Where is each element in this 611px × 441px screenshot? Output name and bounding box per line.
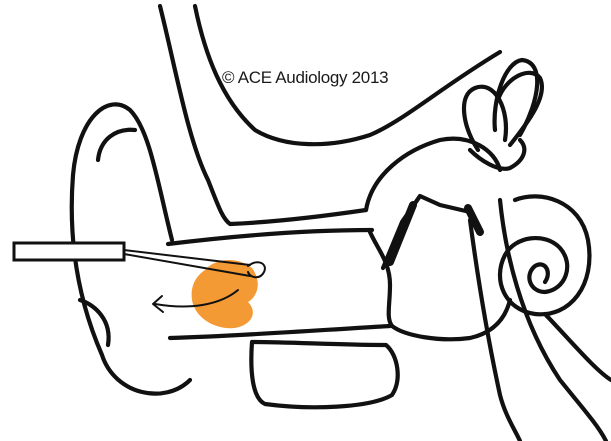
copyright-notice: © ACE Audiology 2013: [222, 68, 388, 88]
pinna-helix-fold: [98, 130, 135, 160]
malleus-bar: [390, 205, 413, 262]
ear-canal-lower-wall: [170, 326, 390, 338]
eardrum-outline: [370, 232, 392, 326]
auditory-nerve-1: [470, 220, 520, 441]
jaw-bone: [251, 342, 397, 407]
cerumen-blob: [192, 260, 258, 328]
middle-ear-floor: [392, 300, 510, 339]
skull-outline: [160, 6, 366, 224]
cochlea: [500, 196, 589, 314]
ear-canal-upper-wall: [168, 230, 372, 244]
probe-handle: [14, 243, 124, 260]
